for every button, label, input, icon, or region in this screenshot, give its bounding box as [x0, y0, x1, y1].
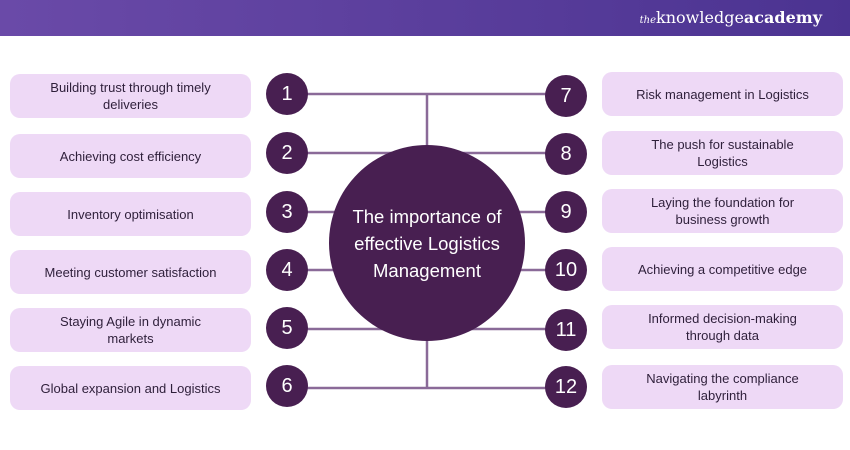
number-badge-8: 8	[545, 133, 587, 175]
left-item-5: Staying Agile in dynamic markets	[10, 308, 251, 352]
number-badge-10: 10	[545, 249, 587, 291]
number-badge-3: 3	[266, 191, 308, 233]
number-badge-1: 1	[266, 73, 308, 115]
number-badge-7: 7	[545, 75, 587, 117]
number-badge-6: 6	[266, 365, 308, 407]
left-item-1: Building trust through timely deliveries	[10, 74, 251, 118]
number-badge-11: 11	[545, 309, 587, 351]
right-item-7: Risk management in Logistics	[602, 72, 843, 116]
center-title: The importance of effective Logistics Ma…	[352, 205, 502, 281]
left-item-3: Inventory optimisation	[10, 192, 251, 236]
item-label: Building trust through timely deliveries	[50, 80, 211, 112]
item-label: Achieving cost efficiency	[59, 148, 202, 164]
item-label: The push for sustainable Logistics	[651, 137, 794, 169]
item-label: Informed decision-making through data	[648, 311, 797, 343]
item-label: Laying the foundation for business growt…	[650, 195, 795, 227]
number-badge-2: 2	[266, 132, 308, 174]
right-item-12: Navigating the compliance labyrinth	[602, 365, 843, 409]
left-item-4: Meeting customer satisfaction	[10, 250, 251, 294]
item-label: Staying Agile in dynamic markets	[60, 314, 201, 346]
item-label: Risk management in Logistics	[636, 86, 809, 102]
brand-logo: theknowledgeacademy	[640, 8, 822, 27]
right-item-11: Informed decision-making through data	[602, 305, 843, 349]
right-item-10: Achieving a competitive edge	[602, 247, 843, 291]
left-item-6: Global expansion and Logistics	[10, 366, 251, 410]
number-badge-4: 4	[266, 249, 308, 291]
item-label: Navigating the compliance labyrinth	[646, 371, 799, 403]
number-badge-12: 12	[545, 366, 587, 408]
left-item-2: Achieving cost efficiency	[10, 134, 251, 178]
center-topic: The importance of effective Logistics Ma…	[329, 145, 525, 341]
right-item-8: The push for sustainable Logistics	[602, 131, 843, 175]
header-banner: theknowledgeacademy	[0, 0, 850, 36]
logo-suffix: academy	[743, 8, 822, 27]
right-item-9: Laying the foundation for business growt…	[602, 189, 843, 233]
item-label: Meeting customer satisfaction	[44, 264, 217, 280]
item-label: Inventory optimisation	[67, 206, 194, 222]
number-badge-5: 5	[266, 307, 308, 349]
logo-prefix: the	[639, 15, 657, 26]
item-label: Achieving a competitive edge	[637, 261, 808, 277]
item-label: Global expansion and Logistics	[40, 380, 221, 396]
number-badge-9: 9	[545, 191, 587, 233]
logo-main: knowledge	[656, 8, 744, 27]
